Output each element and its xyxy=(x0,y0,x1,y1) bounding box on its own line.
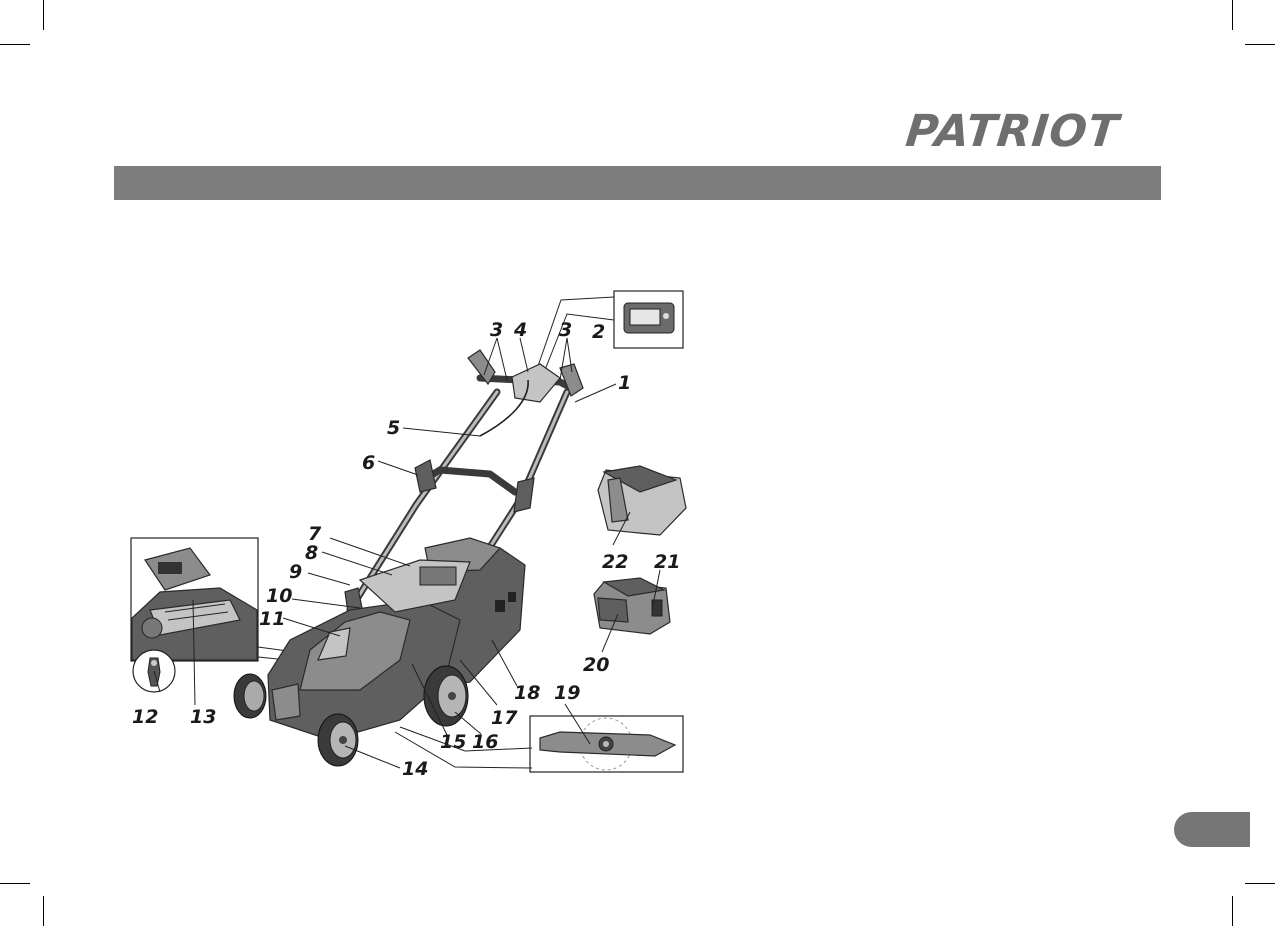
crop-mark xyxy=(0,883,30,884)
callout-3-right: 3 xyxy=(559,319,572,341)
callout-12: 12 xyxy=(132,706,158,728)
callout-21: 21 xyxy=(654,551,680,573)
blade-inset xyxy=(529,715,684,773)
callout-10: 10 xyxy=(266,585,292,607)
display-inset xyxy=(613,290,684,349)
callout-3-left: 3 xyxy=(490,319,503,341)
callout-1: 1 xyxy=(618,372,631,394)
callout-numbers: 3 4 3 2 1 5 6 7 8 9 10 11 12 13 14 15 16… xyxy=(132,319,680,780)
callout-16: 16 xyxy=(472,731,498,753)
wheel-front-right xyxy=(317,713,359,767)
callout-7: 7 xyxy=(308,523,322,545)
callout-6: 6 xyxy=(362,452,375,474)
crop-mark xyxy=(1245,44,1275,45)
crop-mark xyxy=(43,0,44,30)
header-band xyxy=(114,166,1161,200)
crop-mark xyxy=(0,44,30,45)
callout-9: 9 xyxy=(289,561,302,583)
callout-4: 4 xyxy=(513,319,527,341)
charger xyxy=(597,465,687,536)
callout-5: 5 xyxy=(387,417,400,439)
callout-20: 20 xyxy=(583,654,609,676)
mower-body xyxy=(267,537,526,741)
crop-mark xyxy=(1232,896,1233,926)
wheel-front-left xyxy=(233,673,267,719)
mower-handle xyxy=(344,349,584,637)
callout-15: 15 xyxy=(440,731,466,753)
leader-lines xyxy=(153,337,661,769)
callout-19: 19 xyxy=(554,682,580,704)
crop-mark xyxy=(43,896,44,926)
crop-mark xyxy=(1232,0,1233,30)
callout-11: 11 xyxy=(259,608,285,630)
callout-8: 8 xyxy=(305,542,318,564)
callout-17: 17 xyxy=(491,707,518,729)
page-tab xyxy=(1174,812,1250,847)
callout-2: 2 xyxy=(592,321,605,343)
battery xyxy=(593,577,671,635)
callout-13: 13 xyxy=(190,706,216,728)
battery-bay-inset xyxy=(130,537,259,662)
crop-mark xyxy=(1245,883,1275,884)
callout-14: 14 xyxy=(402,758,428,780)
callout-18: 18 xyxy=(514,682,540,704)
callout-22: 22 xyxy=(602,551,628,573)
